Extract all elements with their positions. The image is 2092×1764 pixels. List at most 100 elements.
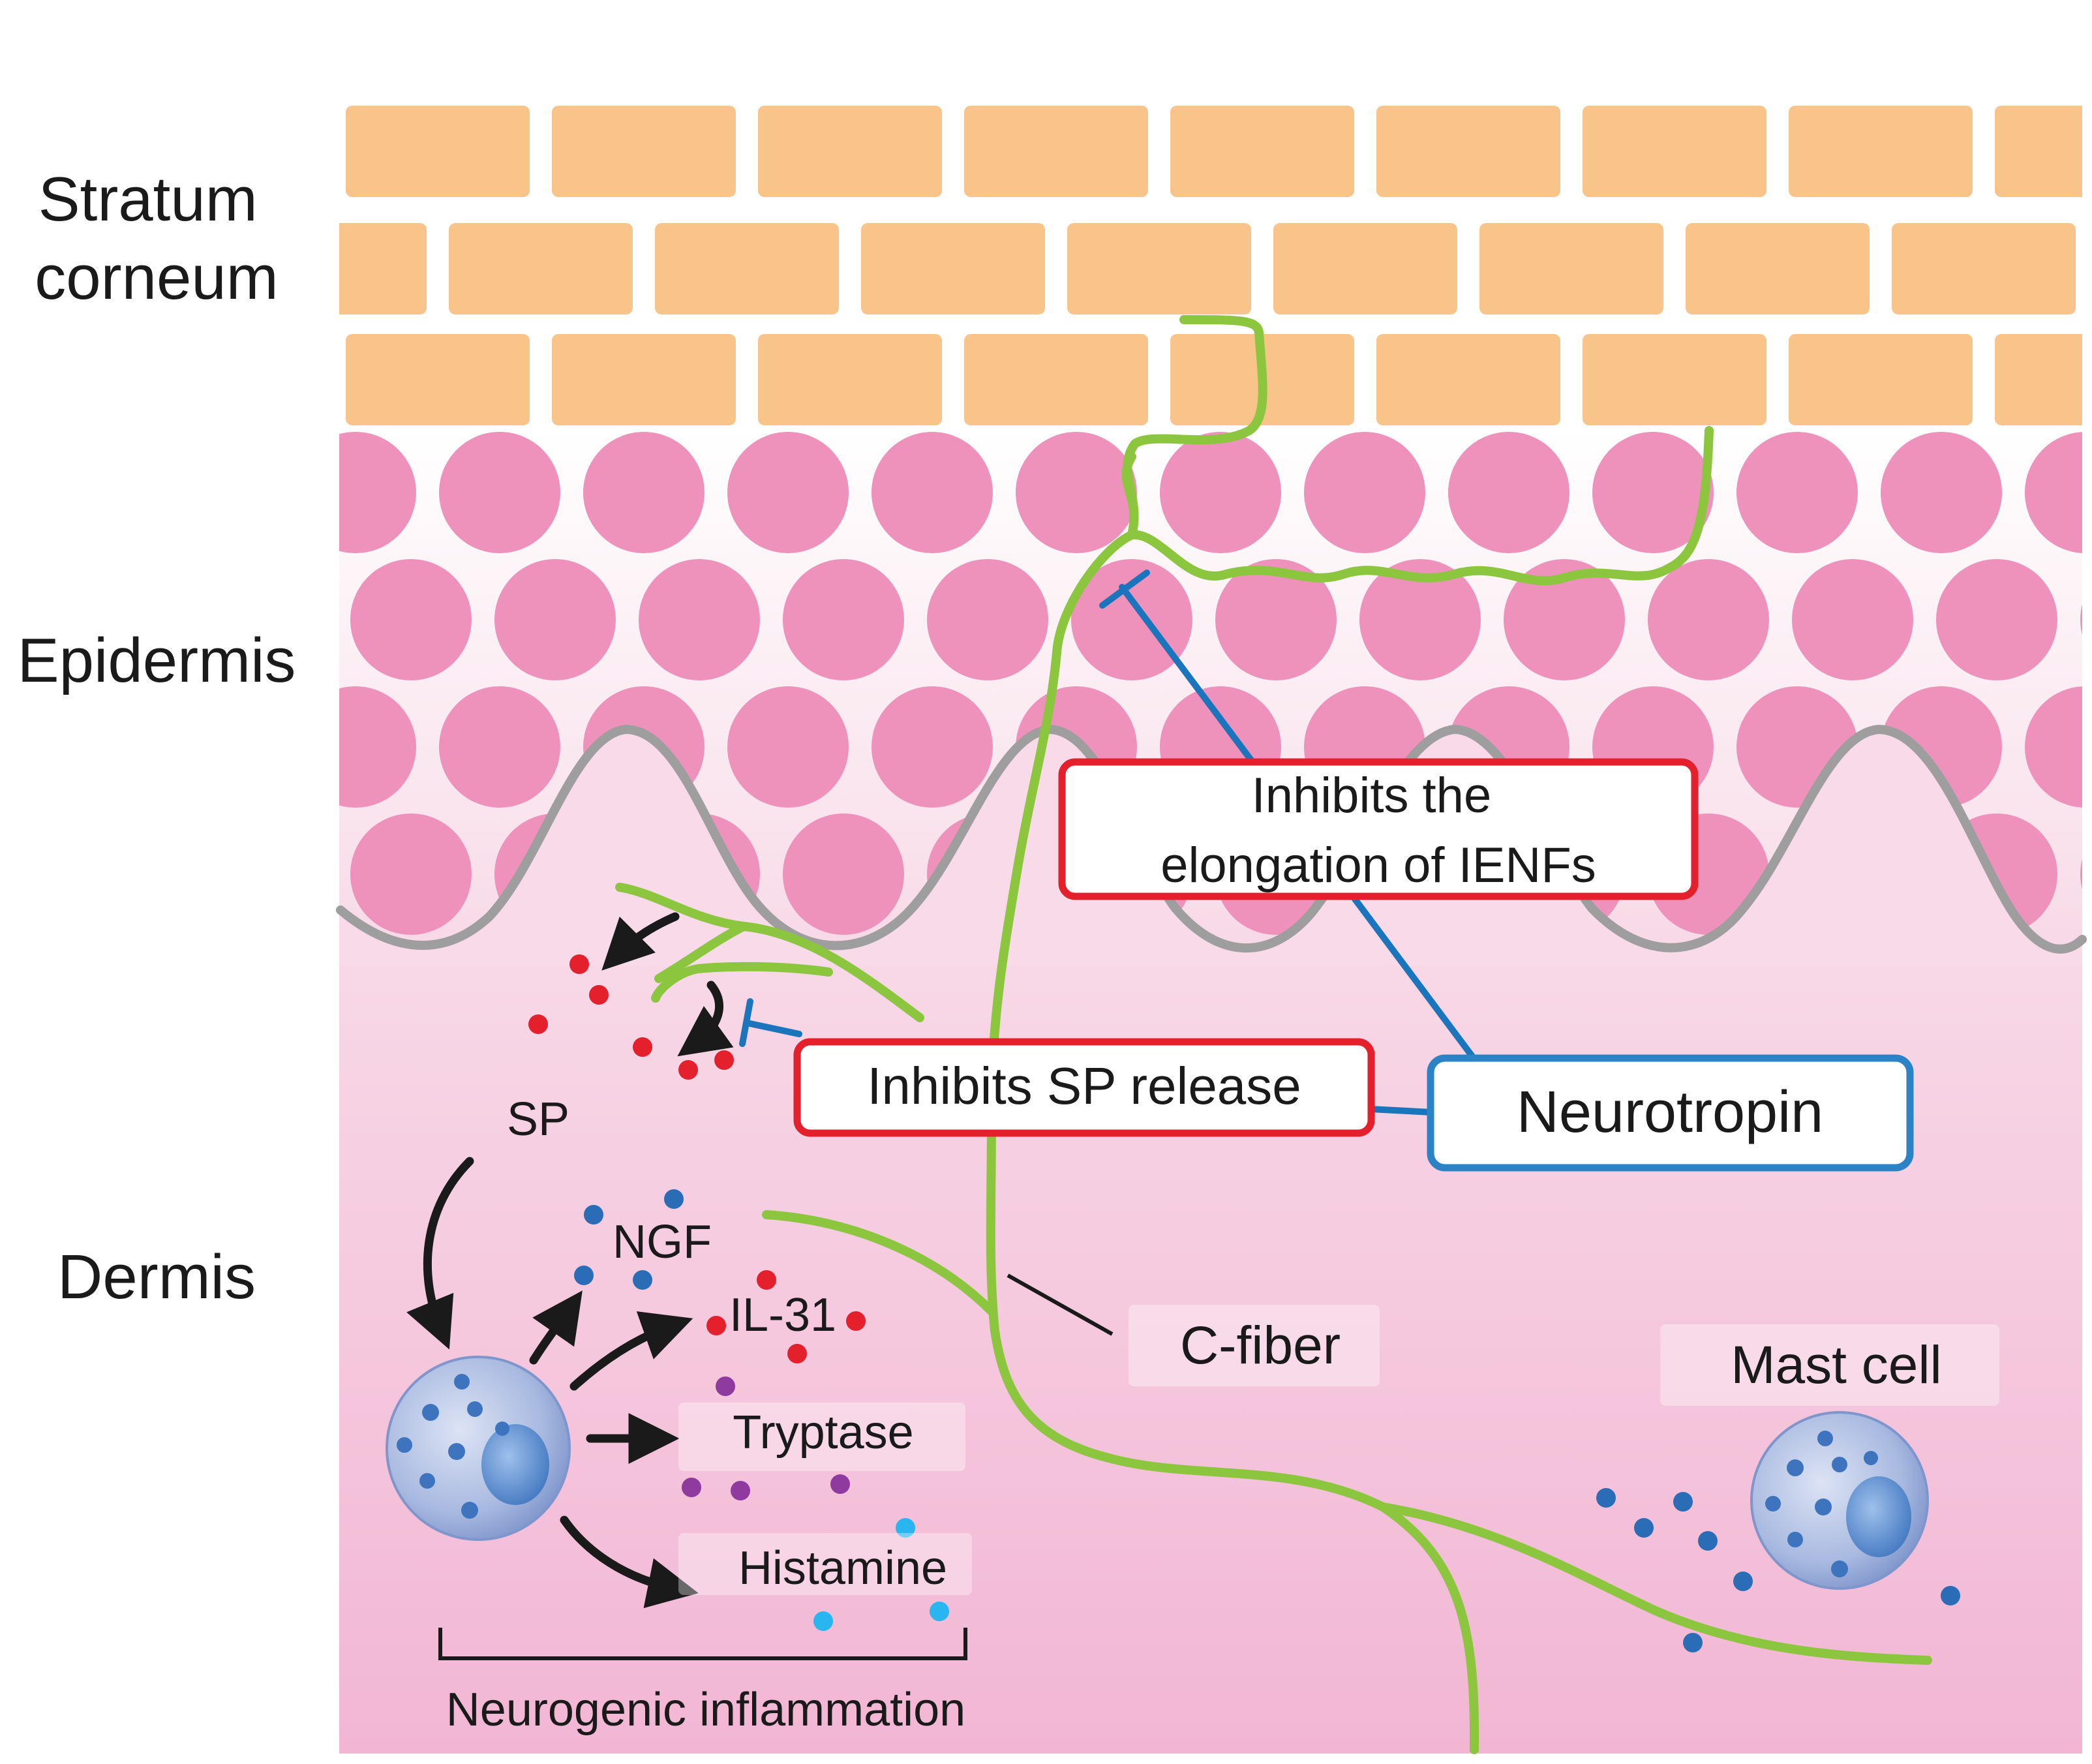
neurogenic-inflammation-label: Neurogenic inflammation <box>446 1684 965 1736</box>
corneum-cell <box>861 223 1045 314</box>
corneum-band <box>765 62 1153 84</box>
keratinocyte <box>872 432 993 553</box>
corneum-band <box>1177 62 1565 84</box>
keratinocyte <box>339 432 416 553</box>
corneum-cell <box>1170 106 1354 197</box>
stratum-corneum-layer <box>0 20 2092 425</box>
corneum-cell <box>1583 106 1766 197</box>
keratinocyte <box>494 559 616 680</box>
sp-dot <box>714 1050 734 1070</box>
corneum-cell <box>758 106 942 197</box>
keratinocyte <box>2025 686 2082 808</box>
tryptase-label: Tryptase <box>733 1407 913 1459</box>
corneum-cell <box>1376 334 1560 425</box>
inhibits-ienf-text: Inhibits the elongation of IENFs <box>1160 768 1596 893</box>
mast-cell-granule-dot <box>1733 1572 1753 1591</box>
histamine-dot <box>813 1611 833 1631</box>
corneum-cell <box>1995 334 2082 425</box>
corneum-cell <box>1583 334 1766 425</box>
corneum-cell <box>964 334 1148 425</box>
histamine-dot <box>896 1518 915 1538</box>
arrow-histamine <box>560 1515 699 1609</box>
keratinocyte <box>350 559 472 680</box>
sp-to-mast-arrow <box>406 1157 474 1350</box>
corneum-cell <box>552 334 736 425</box>
sp-inhibit-bar <box>739 998 753 1047</box>
corneum-band <box>0 20 315 42</box>
keratinocyte <box>1792 559 1913 680</box>
tryptase-dot <box>682 1478 701 1497</box>
keratinocyte <box>727 686 849 808</box>
corneum-cell <box>552 106 736 197</box>
c-fiber-main <box>986 452 1479 1754</box>
label-highlights <box>678 1305 1999 1595</box>
sp-dot <box>589 985 609 1005</box>
ienf-inhibit-bar <box>1099 570 1150 609</box>
il31-dot <box>846 1311 866 1331</box>
corneum-cell <box>1273 223 1457 314</box>
mast-cell-granule-dot <box>1673 1492 1693 1512</box>
neurotropin-box <box>1427 1054 1914 1172</box>
sp-dot <box>633 1037 652 1057</box>
sp-dot <box>528 1014 548 1034</box>
corneum-band <box>0 62 328 84</box>
arrow-ngf <box>529 1290 583 1365</box>
keratinocyte <box>927 559 1048 680</box>
dermis-label: Dermis <box>57 1242 256 1312</box>
corneum-cell <box>449 223 633 314</box>
keratinocyte <box>1215 559 1337 680</box>
sp-inhibit-line <box>744 1020 802 1037</box>
corneum-band <box>751 20 1140 42</box>
ngf-dot <box>664 1189 684 1209</box>
corneum-cell <box>1892 223 2076 314</box>
ienf-horizontal <box>1127 426 1714 586</box>
keratinocyte <box>1016 432 1137 553</box>
corneum-band <box>1164 20 1552 42</box>
branch-upper <box>615 883 924 1022</box>
keratinocyte <box>2025 432 2082 553</box>
corneum-band <box>1988 20 2092 42</box>
keratinocyte <box>350 814 472 935</box>
mast-cell-granule-dot <box>1941 1586 1960 1605</box>
keratinocyte <box>1448 432 1569 553</box>
tryptase-dot <box>731 1481 750 1500</box>
ngf-label: NGF <box>613 1216 712 1268</box>
keratinocyte <box>2080 604 2082 635</box>
tryptase-dot <box>716 1376 735 1396</box>
sp-release-arrow-2 <box>677 981 734 1057</box>
keratinocyte <box>1592 432 1714 553</box>
corneum-cell <box>346 106 530 197</box>
mast-cell-granule-dot <box>1683 1633 1703 1652</box>
keratinocyte <box>1881 432 2002 553</box>
corneum-cell <box>1376 106 1560 197</box>
corneum-cell <box>339 223 427 314</box>
corneum-cell <box>346 334 530 425</box>
keratinocyte <box>1160 432 1281 553</box>
keratinocyte <box>1936 559 2057 680</box>
corneum-cell <box>655 223 839 314</box>
il31-dot <box>787 1344 807 1363</box>
corneum-band <box>1589 62 1977 84</box>
inhibits-ienf-line-2: elongation of IENFs <box>1160 838 1596 893</box>
corneum-cell <box>964 106 1148 197</box>
histamine-label: Histamine <box>738 1542 947 1594</box>
corneum-band <box>339 20 727 42</box>
neurotropin-text: Neurotropin <box>1517 1080 1823 1145</box>
keratinocyte <box>2080 859 2082 890</box>
epidermis-label: Epidermis <box>18 626 296 695</box>
ienf-vertical <box>1123 315 1267 540</box>
corneum-band <box>1576 20 1964 42</box>
il31-dot <box>757 1270 776 1290</box>
inhibits-ienf-box <box>1058 758 1699 900</box>
corneum-cell <box>1479 223 1663 314</box>
keratinocyte <box>639 559 760 680</box>
ngf-dot <box>584 1205 603 1224</box>
corneum-band <box>352 62 740 84</box>
mast-cell-granule-dot <box>1634 1518 1654 1538</box>
inhibits-sp-box <box>793 1038 1375 1137</box>
c-fiber-pointer <box>1007 1273 1114 1336</box>
mast-cell-label: Mast cell <box>1731 1335 1942 1395</box>
tryptase-dot <box>830 1474 850 1494</box>
corneum-cell <box>140 334 324 425</box>
basement-membrane <box>336 724 2087 954</box>
